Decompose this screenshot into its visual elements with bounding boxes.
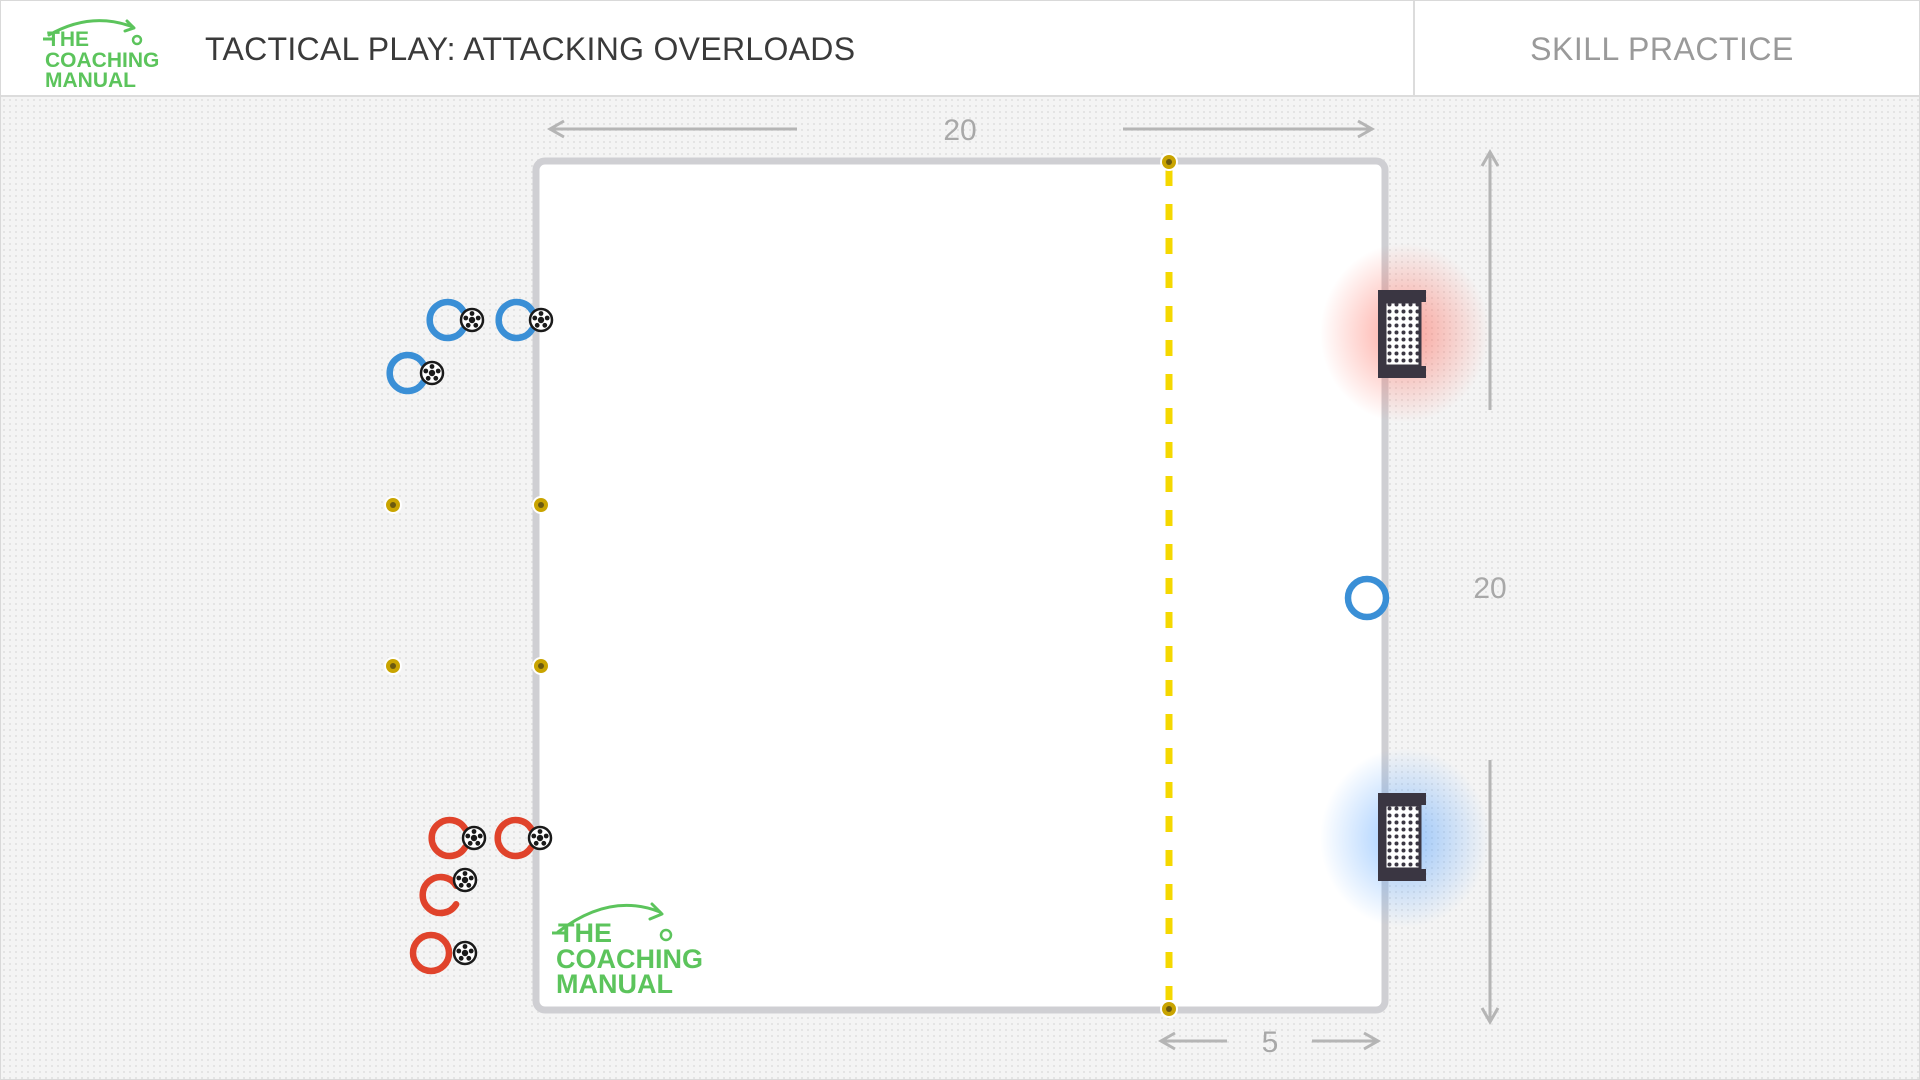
section-label: SKILL PRACTICE xyxy=(1530,31,1794,67)
zone-dimension: 5 xyxy=(1157,1026,1382,1059)
red-player-with-ball xyxy=(428,816,487,860)
watermark-logo: THE COACHING MANUAL xyxy=(552,902,703,999)
watermark-line-1: THE xyxy=(558,918,612,948)
width-dimension: 20 xyxy=(546,114,1376,147)
watermark-line-3: MANUAL xyxy=(556,969,673,999)
blue-player-with-ball xyxy=(426,298,485,342)
logo-line-3: MANUAL xyxy=(45,69,136,92)
cone-marker xyxy=(384,496,402,514)
page-title: TACTICAL PLAY: ATTACKING OVERLOADS xyxy=(205,31,856,67)
cone-marker xyxy=(1160,1000,1178,1018)
cone-marker xyxy=(1160,153,1178,171)
blue-player-with-ball xyxy=(386,351,445,395)
cone-marker xyxy=(532,657,550,675)
zone-label: 5 xyxy=(1262,1026,1279,1059)
blue-player-with-ball xyxy=(495,298,554,342)
blue-goalkeeper xyxy=(1344,575,1390,621)
height-dimension: 20 xyxy=(1473,148,1507,1026)
goal-bottom xyxy=(1320,748,1490,928)
height-label: 20 xyxy=(1473,572,1506,605)
header-divider xyxy=(1413,1,1415,95)
red-player-with-ball xyxy=(409,931,478,975)
width-label: 20 xyxy=(943,114,976,147)
logo-line-1: THE xyxy=(47,28,89,51)
coaching-manual-logo: THE COACHING MANUAL xyxy=(43,19,159,92)
cone-marker xyxy=(384,657,402,675)
red-player-with-ball xyxy=(494,816,553,860)
cone-marker xyxy=(532,496,550,514)
watermark-line-2: COACHING xyxy=(556,944,703,974)
pitch xyxy=(532,157,1389,1014)
header-bar: THE COACHING MANUAL TACTICAL PLAY: ATTAC… xyxy=(1,1,1919,97)
logo-line-2: COACHING xyxy=(45,49,159,72)
goal-top xyxy=(1320,243,1490,423)
red-player-with-ball xyxy=(419,867,478,917)
